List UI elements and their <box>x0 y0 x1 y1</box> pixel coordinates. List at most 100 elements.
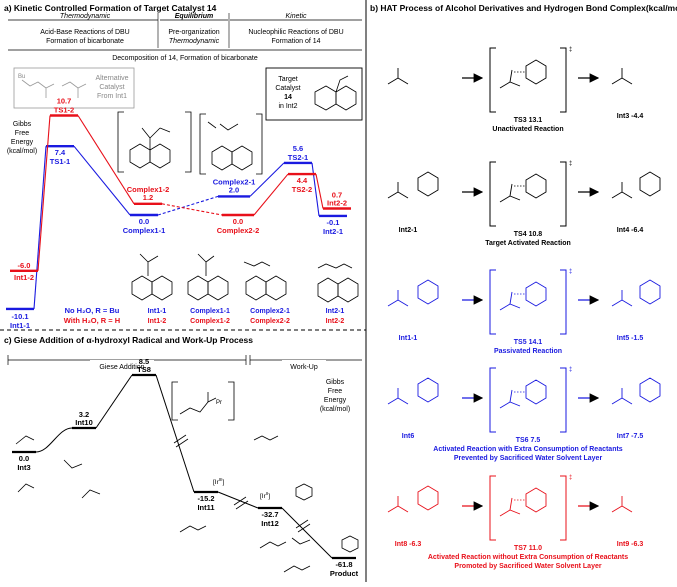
left-structure <box>387 182 409 199</box>
connector-c-2 <box>155 374 195 493</box>
legend-blue: No H₂O, R = Bu <box>65 306 120 315</box>
thermo2-label: Thermodynamic <box>169 38 220 45</box>
connector-c-4 <box>281 507 333 559</box>
ts-dagger: ‡ <box>569 161 572 167</box>
ts-bracket-right <box>560 367 567 433</box>
label-int2-1: Int2-1 <box>323 227 343 236</box>
alt-catalyst-box <box>13 67 135 109</box>
value-ts2-1: 5.6 <box>293 144 303 153</box>
ts-dagger: ‡ <box>569 475 572 481</box>
ts-bracket-left <box>489 47 496 113</box>
axis-break-marks <box>173 434 311 533</box>
left-label: Int6 <box>402 433 415 440</box>
right-label: Int9 -6.3 <box>617 541 644 548</box>
panel-a: a) Kinetic Controlled Formation of Targe… <box>4 3 363 330</box>
alt-catalyst-line2: Catalyst <box>99 84 124 91</box>
workup-label: Work-Up <box>290 364 318 371</box>
label-int3: Int3 <box>17 463 30 472</box>
giese-label: Giese Addition <box>99 364 144 371</box>
left-structure <box>387 388 409 405</box>
ts-ring <box>525 281 547 307</box>
connector-0-0 <box>33 146 47 309</box>
preorg-label: Pre-organization <box>168 29 219 36</box>
ts8-structure <box>171 381 235 421</box>
target-line3: 14 <box>284 94 292 101</box>
label-int12: Int12 <box>261 519 279 528</box>
ts-bracket-right <box>560 475 567 541</box>
ts-bracket-right <box>560 47 567 113</box>
ts-structure <box>499 291 521 311</box>
caption-int2-2: Int2-2 <box>326 318 345 325</box>
row-caption: Unactivated Reaction <box>492 126 563 133</box>
right-structure <box>611 496 633 513</box>
label-ts2-2: TS2-2 <box>292 185 312 194</box>
ts1-structure <box>117 111 192 173</box>
panel-c-title: c) Giese Addition of α-hydroxyl Radical … <box>4 335 253 345</box>
connector-c-3 <box>217 491 259 509</box>
energy-profile-a: -10.1Int1-17.4TS1-10.0Complex1-12.0Compl… <box>6 96 351 330</box>
panel-b: b) HAT Process of Alcohol Derivatives an… <box>370 3 677 570</box>
ts-structure <box>499 389 521 409</box>
caption-int1-2: Int1-2 <box>148 318 167 325</box>
value-ts1-2: 10.7 <box>57 96 72 105</box>
ylabel-a-3: Energy <box>11 139 34 146</box>
left-ring <box>417 485 439 511</box>
nucleophilic-label: Nucleophilic Reactions of DBU <box>248 29 343 36</box>
connector-0-3 <box>249 162 285 197</box>
alt-bu-label: Bu <box>18 74 25 80</box>
legend-red: With H₂O, R = H <box>64 316 120 325</box>
right-label: Int4 -6.4 <box>617 227 644 234</box>
ts-dagger: ‡ <box>569 269 572 275</box>
ir-label-2: [IrII] <box>260 491 270 500</box>
label-ts1-2: TS1-2 <box>54 105 74 114</box>
complex2-structure <box>199 113 263 175</box>
caption-complex1-2: Complex1-2 <box>190 318 230 325</box>
caption-int2-1: Int2-1 <box>326 308 345 315</box>
panel-c: c) Giese Addition of α-hydroxyl Radical … <box>4 335 362 578</box>
value-int2-1: -0.1 <box>327 218 340 227</box>
row-caption: Activated Reaction with Extra Consumptio… <box>433 446 623 453</box>
value-product: -61.8 <box>335 560 352 569</box>
right-structure <box>611 182 633 199</box>
connector-1-4 <box>315 173 324 209</box>
ts-dagger: ‡ <box>569 47 572 53</box>
row-caption: Target Activated Reaction <box>485 240 571 247</box>
target-line1: Target <box>278 76 298 83</box>
ts-bracket-left <box>489 269 496 335</box>
ts-ring <box>525 487 547 513</box>
left-label: Int2-1 <box>399 227 418 234</box>
connector-c-1 <box>95 374 133 429</box>
ylabel-a-4: (kcal/mol) <box>7 148 37 155</box>
decomposition-label: Decomposition of 14, Formation of bicarb… <box>112 55 258 62</box>
target-line2: Catalyst <box>275 85 300 92</box>
ylabel-c-1: Gibbs <box>326 379 345 386</box>
label-ts8: TS8 <box>137 365 151 374</box>
connector-0-1 <box>73 145 131 216</box>
row-caption: Activated Reaction without Extra Consump… <box>428 554 628 561</box>
label-complex1-1: Complex1-1 <box>123 226 166 235</box>
right-structure <box>611 290 633 307</box>
ts-structure <box>499 183 521 203</box>
alt-catalyst-line1: Alternative <box>95 75 128 82</box>
target-line4: in Int2 <box>278 103 297 110</box>
connector-0-2 <box>157 195 219 216</box>
energy-profile-c: 0.0Int33.2Int108.5TS8-15.2Int11-32.7Int1… <box>12 357 359 578</box>
ts-label: TS5 14.1 <box>514 339 543 346</box>
ts-structure <box>499 497 521 517</box>
label-product: Product <box>330 569 359 578</box>
header-kinetic: Kinetic <box>285 13 307 20</box>
value-int12: -32.7 <box>261 510 278 519</box>
left-label: Int1-1 <box>399 335 418 342</box>
ts8-pr: Pr <box>216 400 222 406</box>
left-structure <box>387 290 409 307</box>
connector-1-1 <box>77 115 135 205</box>
value-ts8: 8.5 <box>139 357 149 366</box>
ts-bracket-right <box>560 269 567 335</box>
caption-complex2-1: Complex2-1 <box>250 308 290 315</box>
ts-structure <box>499 69 521 89</box>
value-int1-2: -6.0 <box>18 261 31 270</box>
alt-catalyst-structure <box>21 79 87 98</box>
label-ts1-1: TS1-1 <box>50 157 70 166</box>
caption-int1-1: Int1-1 <box>148 308 167 315</box>
panel-b-title: b) HAT Process of Alcohol Derivatives an… <box>370 3 677 13</box>
